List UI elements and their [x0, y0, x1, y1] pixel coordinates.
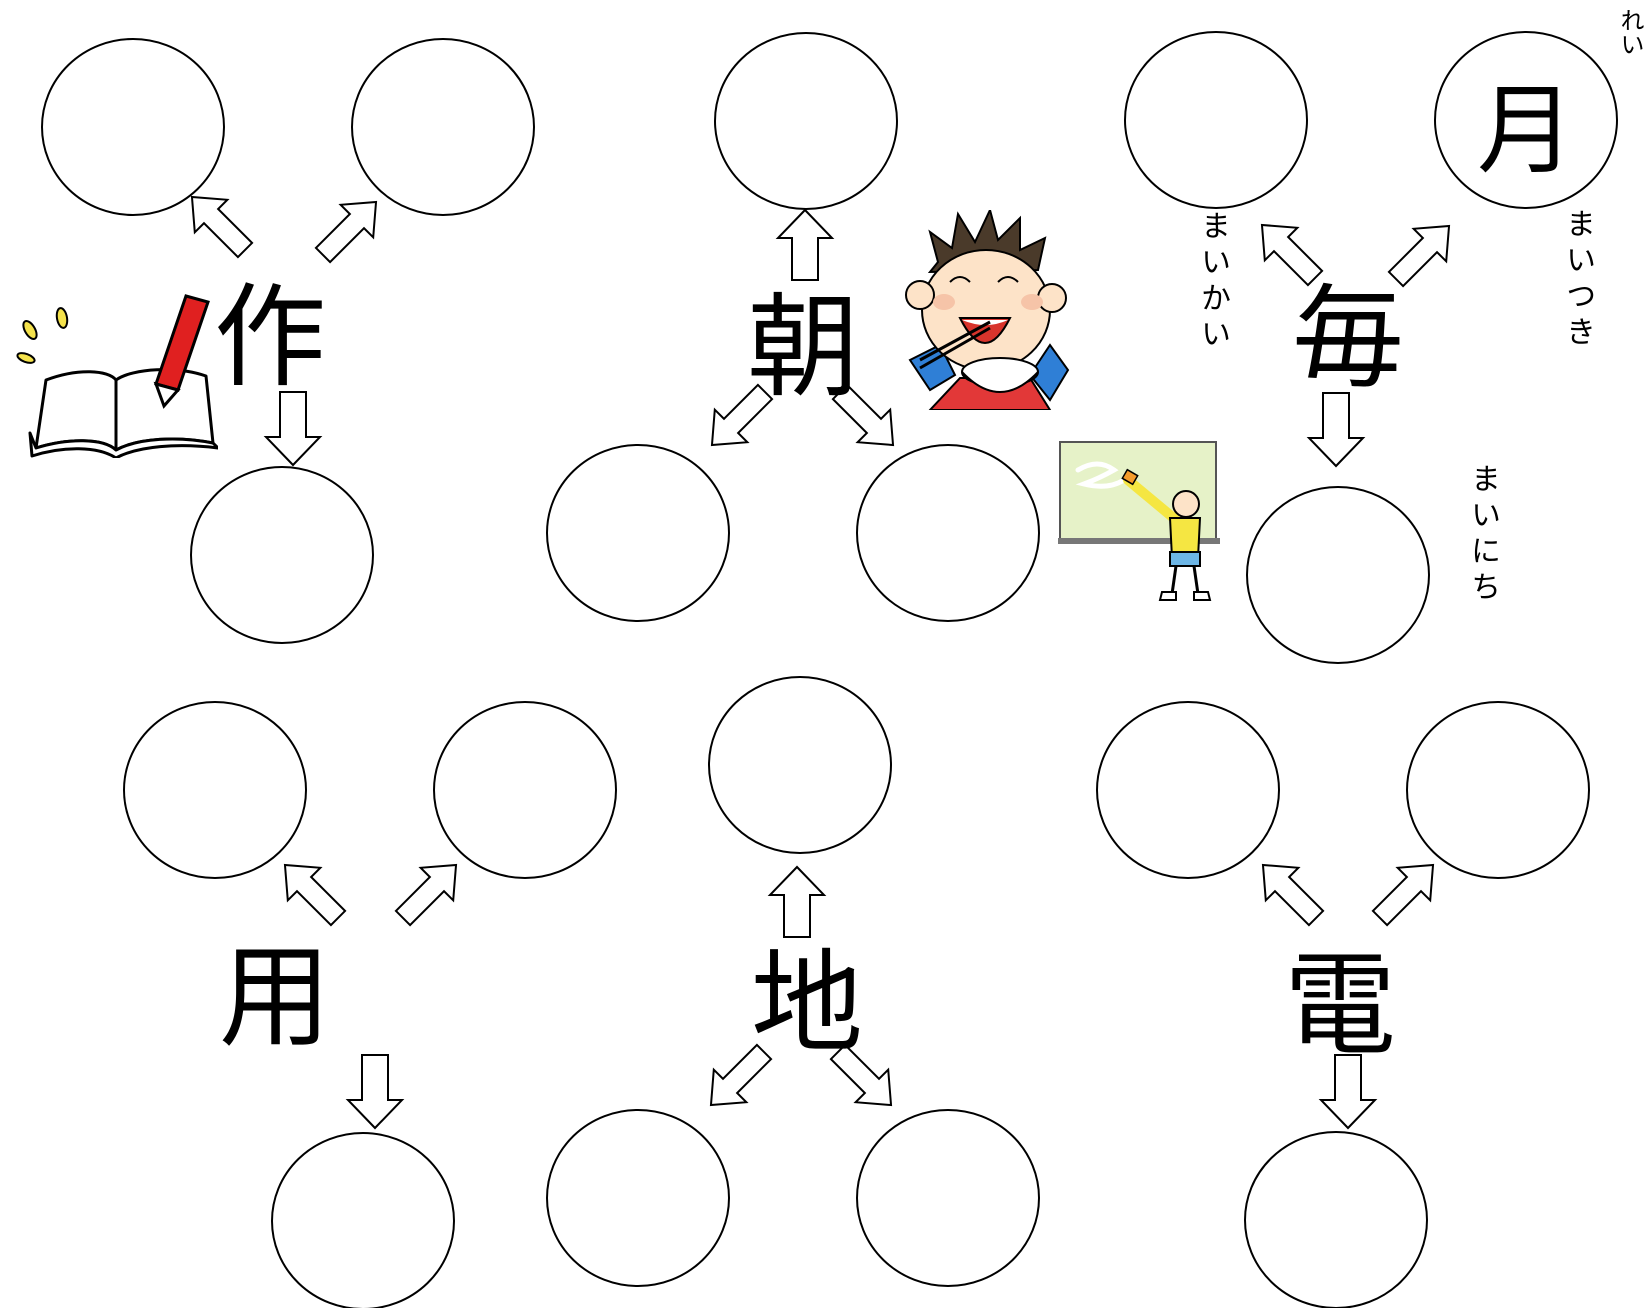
answer-bubble[interactable] — [1124, 31, 1308, 209]
answer-bubble[interactable] — [546, 444, 730, 622]
cluster-chi — [546, 676, 1040, 1287]
arrow-down — [1306, 392, 1366, 468]
arrow-down — [263, 391, 323, 467]
arrow-down-left — [710, 383, 774, 447]
answer-bubble[interactable] — [546, 1109, 730, 1287]
pencil — [153, 294, 210, 409]
center-kanji: 毎 — [1292, 274, 1404, 404]
answer-bubble[interactable] — [433, 701, 617, 879]
answer-bubble[interactable] — [856, 444, 1040, 622]
answer-bubble[interactable] — [1406, 701, 1590, 879]
answer-bubble[interactable] — [271, 1132, 455, 1308]
example-label: れい — [1616, 8, 1644, 56]
arrow-up-left — [1261, 863, 1325, 927]
answer-bubble[interactable] — [190, 466, 374, 644]
answer-bubble[interactable] — [41, 38, 225, 216]
child-at-blackboard-icon — [1058, 441, 1220, 601]
center-kanji: 地 — [751, 939, 863, 1069]
arrow-up-left — [283, 863, 347, 927]
answer-bubble[interactable] — [123, 701, 307, 879]
arrow-down — [1318, 1054, 1378, 1130]
example-filled-kanji: 月 — [1476, 74, 1575, 188]
example-bubble — [1434, 31, 1618, 209]
answer-bubble[interactable] — [1244, 1131, 1428, 1308]
arrow-up-right — [394, 863, 458, 927]
arrow-up — [775, 208, 835, 281]
answer-bubble[interactable] — [1246, 486, 1430, 664]
example-reading: まいつき — [1560, 208, 1595, 352]
arrow-down — [345, 1054, 405, 1130]
cluster-you — [123, 701, 617, 1308]
arrow-up — [767, 865, 827, 938]
boy-eating-rice-icon — [905, 210, 1070, 410]
notebook-pencil-icon — [16, 294, 218, 458]
cluster-mai — [1124, 31, 1618, 664]
cluster-asa — [546, 32, 1040, 622]
answer-bubble[interactable] — [714, 32, 898, 210]
center-kanji: 作 — [214, 273, 326, 403]
center-kanji: 用 — [219, 933, 331, 1063]
center-kanji: 朝 — [747, 283, 859, 413]
arrow-down-left — [709, 1043, 773, 1107]
answer-bubble[interactable] — [708, 676, 892, 854]
answer-bubble[interactable] — [351, 38, 535, 216]
answer-bubble[interactable] — [1096, 701, 1280, 879]
cluster-den — [1096, 701, 1590, 1308]
answer-bubble[interactable] — [856, 1109, 1040, 1287]
center-kanji: 電 — [1284, 941, 1396, 1071]
arrow-up-left — [190, 195, 254, 259]
cluster-saku — [41, 38, 535, 644]
arrow-down-right — [829, 1043, 893, 1107]
example-reading: まいにち — [1465, 463, 1500, 607]
example-reading: まいかい — [1195, 210, 1230, 354]
arrow-down-right — [831, 383, 895, 447]
arrow-up-left — [1260, 223, 1324, 287]
arrow-up-right — [1387, 224, 1451, 288]
arrow-up-right — [314, 200, 378, 264]
arrow-up-right — [1371, 863, 1435, 927]
